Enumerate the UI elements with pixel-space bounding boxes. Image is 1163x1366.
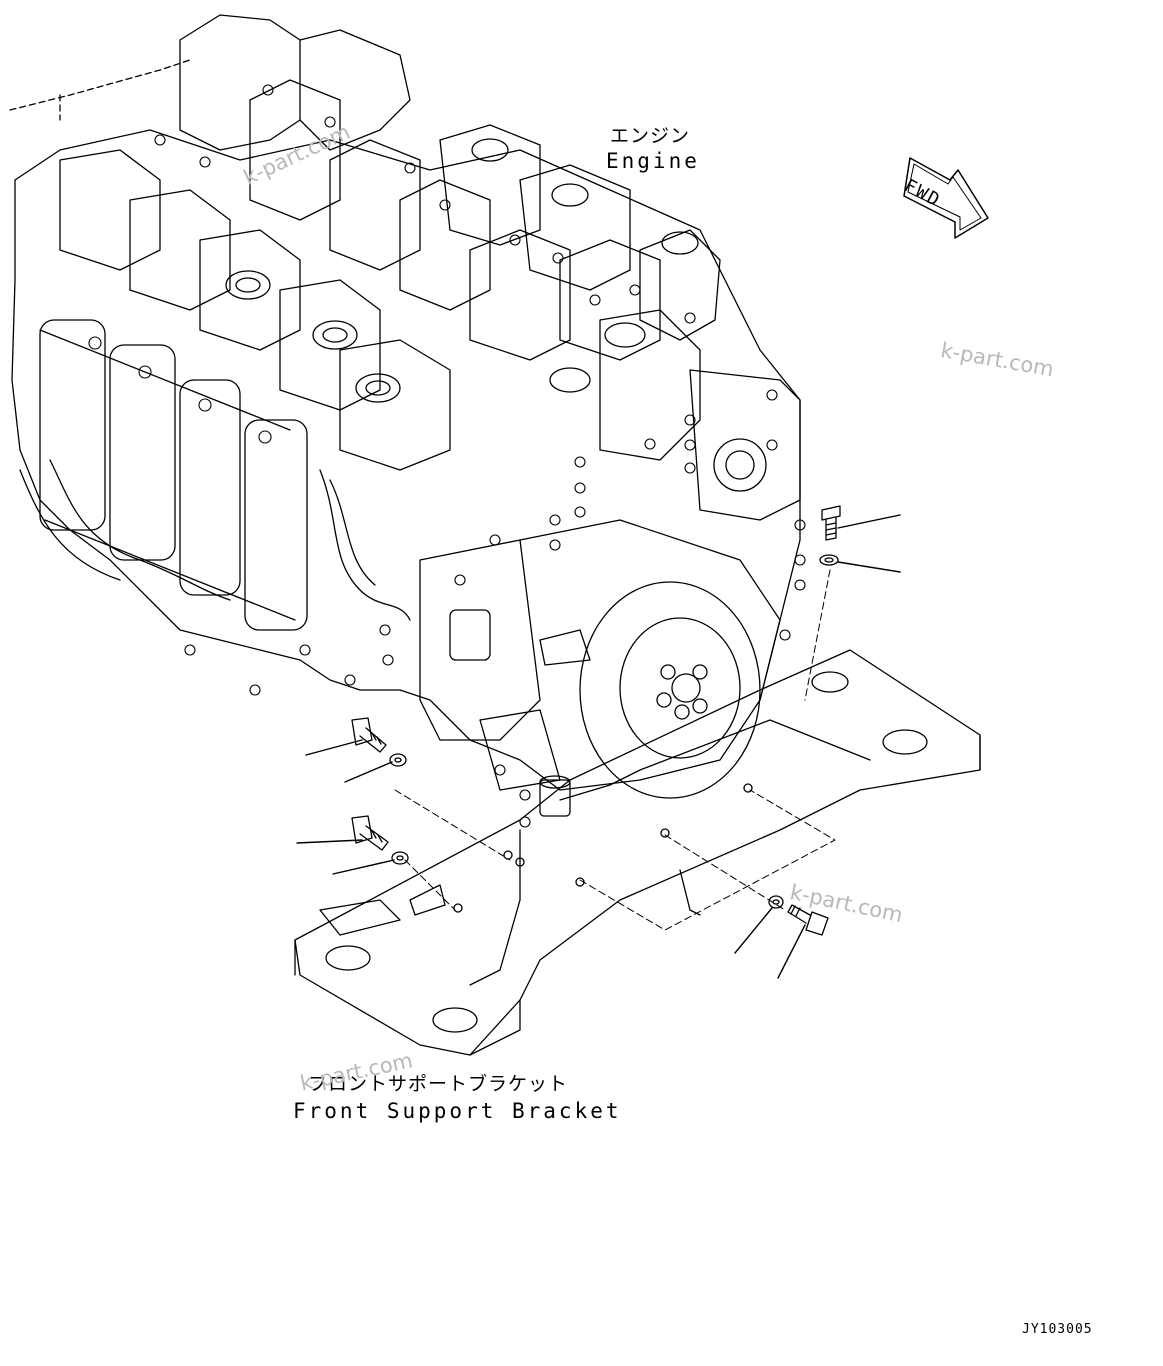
engine-illustration bbox=[9, 14, 806, 828]
washer-bottom-right bbox=[768, 895, 784, 909]
bolt-top-right bbox=[821, 505, 841, 541]
engine-label-ja: エンジン bbox=[610, 125, 691, 147]
front-support-bracket bbox=[294, 569, 981, 1056]
bracket-label-en: Front Support Bracket bbox=[293, 1099, 622, 1123]
fasteners bbox=[351, 505, 841, 936]
bracket-label-ja: フロントサポートブラケット bbox=[308, 1073, 569, 1095]
bolt-bottom-right bbox=[787, 904, 829, 936]
bolt-left-2 bbox=[351, 815, 389, 851]
bolt-left-1 bbox=[351, 717, 387, 753]
leader-lines bbox=[296, 514, 901, 979]
engine-label-en: Engine bbox=[606, 149, 700, 173]
drawing-code: JY103005 bbox=[1022, 1322, 1093, 1337]
washer-left-2 bbox=[391, 851, 409, 865]
fwd-arrow-icon bbox=[903, 157, 989, 239]
washer-left-1 bbox=[389, 753, 407, 767]
washer-top-right bbox=[819, 554, 839, 566]
